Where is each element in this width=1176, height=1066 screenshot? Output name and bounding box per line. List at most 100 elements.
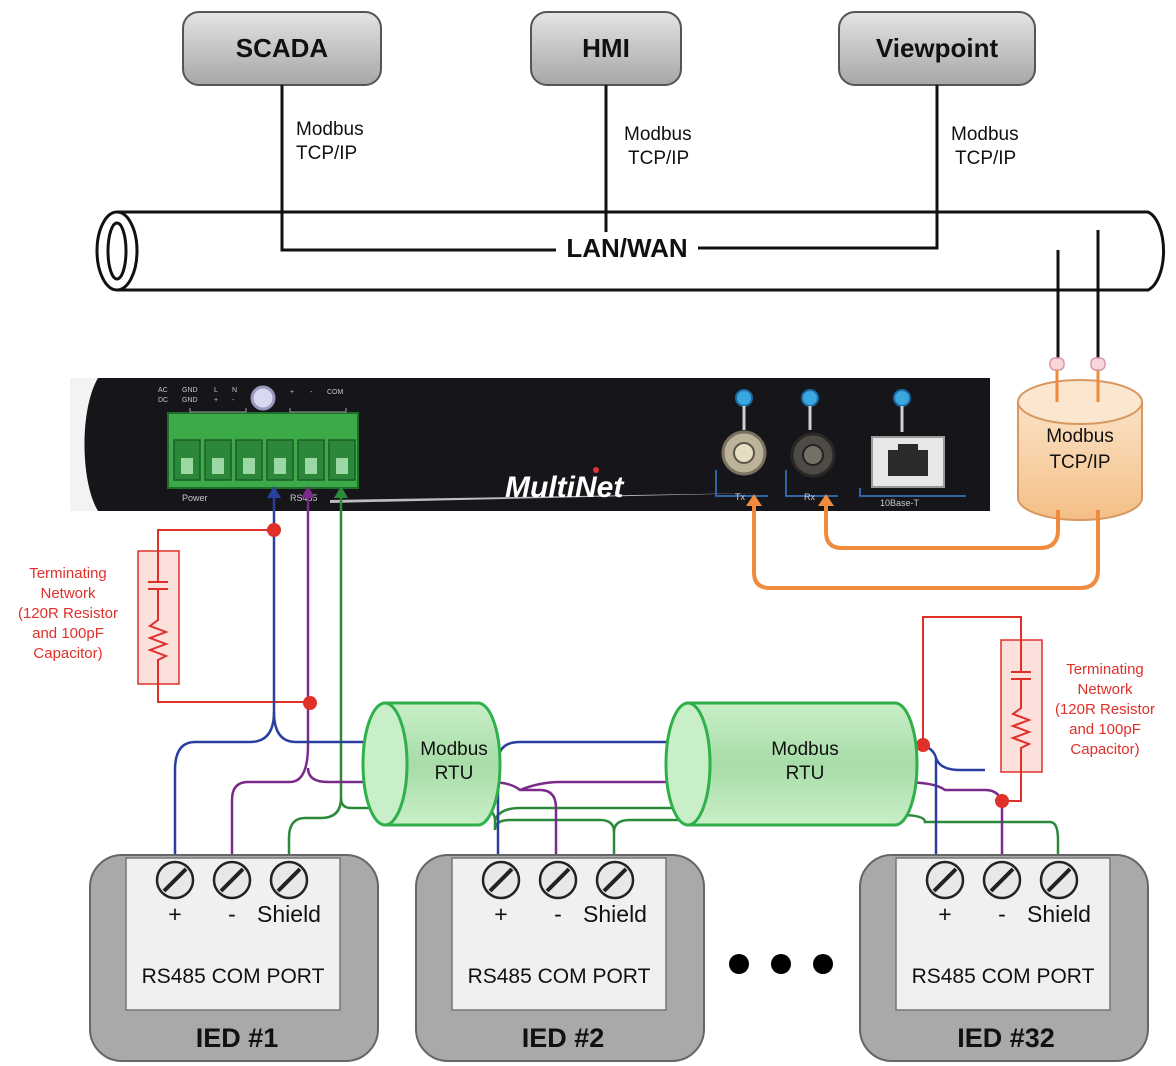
host-connections (280, 85, 939, 252)
tcp-ip-cylinder: Modbus TCP/IP (1017, 357, 1143, 521)
tcp-cylinder-line1: Modbus (1046, 426, 1114, 447)
ied-device: + - Shield RS485 COM PORT IED #2 (415, 854, 705, 1062)
shield-screw-icon (269, 860, 309, 900)
svg-text:TCP/IP: TCP/IP (628, 148, 689, 169)
plus-pin-label: + (938, 901, 951, 927)
tx-port: Tx (715, 389, 768, 502)
ied-label: IED #32 (957, 1023, 1055, 1053)
rtu-cable-1: Modbus RTU (361, 701, 502, 827)
port-label: RS485 COM PORT (912, 965, 1095, 988)
svg-text:L: L (214, 387, 218, 394)
brand-logo: MultiNet (505, 471, 625, 504)
multinet-device: AC DC GND GND L + N - + - COM Power RS48… (70, 378, 990, 511)
svg-text:N: N (232, 387, 237, 394)
ied-device: + - Shield RS485 COM PORT IED #1 (89, 854, 379, 1062)
rtu-label-line2: RTU (435, 763, 474, 784)
terminal-arrows (267, 486, 348, 498)
terminating-network-left (137, 529, 310, 703)
fiber-cables (746, 494, 1100, 590)
plus-screw-icon (925, 860, 965, 900)
plus-pin-label: + (168, 901, 181, 927)
rtu-label-line1: Modbus (420, 739, 488, 760)
svg-text:-: - (310, 389, 313, 396)
port-label: RS485 COM PORT (142, 965, 325, 988)
svg-text:Capacitor): Capacitor) (33, 645, 102, 662)
ied-label: IED #1 (196, 1023, 279, 1053)
minus-pin-label: - (228, 901, 236, 927)
svg-text:10Base-T: 10Base-T (880, 498, 920, 508)
svg-text:Rx: Rx (804, 492, 815, 502)
terminating-network-right-label: Terminating Network (120R Resistor and 1… (1055, 661, 1155, 758)
scada-link (280, 85, 556, 252)
terminal-block (167, 412, 359, 489)
svg-text:Network: Network (40, 585, 96, 602)
lan-wan-label: LAN/WAN (566, 233, 687, 263)
shield-screw-icon (1039, 860, 1079, 900)
ellipsis-dots (729, 954, 833, 974)
plus-screw-icon (481, 860, 521, 900)
host-hmi: HMI (530, 11, 682, 86)
rx-port: Rx (785, 389, 838, 502)
minus-screw-icon (212, 860, 252, 900)
svg-text:Terminating: Terminating (29, 565, 107, 582)
minus-pin-label: - (998, 901, 1006, 927)
svg-text:Modbus: Modbus (624, 124, 692, 145)
svg-text:GND: GND (182, 397, 198, 404)
host-label: HMI (582, 33, 630, 63)
port-label: RS485 COM PORT (468, 965, 651, 988)
svg-text:Modbus: Modbus (951, 124, 1019, 145)
minus-screw-icon (538, 860, 578, 900)
shield-pin-label: Shield (257, 901, 321, 927)
svg-text:-: - (232, 397, 235, 404)
minus-pin-label: - (554, 901, 562, 927)
svg-text:GND: GND (182, 387, 198, 394)
rtu-label-line1: Modbus (771, 739, 839, 760)
rtu-label-line2: RTU (786, 763, 825, 784)
rtu-cable-2: Modbus RTU (664, 701, 919, 827)
protocol-label-scada: Modbus TCP/IP (296, 119, 364, 164)
ied-label: IED #2 (522, 1023, 605, 1053)
svg-text:+: + (290, 389, 294, 396)
fiber-tx (752, 497, 1100, 590)
ground-screw-icon (250, 385, 276, 411)
power-label: Power (182, 493, 208, 503)
host-label: SCADA (236, 33, 329, 63)
svg-text:(120R Resistor: (120R Resistor (1055, 701, 1155, 718)
ethernet-port: 10Base-T (859, 389, 966, 508)
shield-screw-icon (595, 860, 635, 900)
svg-text:TCP/IP: TCP/IP (955, 148, 1016, 169)
tcp-cylinder-line2: TCP/IP (1049, 452, 1110, 473)
ied-device: + - Shield RS485 COM PORT IED #32 (859, 854, 1149, 1062)
svg-text:Tx: Tx (735, 492, 745, 502)
host-viewpoint: Viewpoint (838, 11, 1036, 86)
plus-screw-icon (155, 860, 195, 900)
plus-pin-label: + (494, 901, 507, 927)
terminating-network-right (922, 616, 1043, 802)
protocol-label-viewpoint: Modbus TCP/IP (951, 124, 1019, 169)
svg-text:Terminating: Terminating (1066, 661, 1144, 678)
lan-drop-lines (1056, 230, 1100, 358)
shield-pin-label: Shield (583, 901, 647, 927)
svg-text:and 100pF: and 100pF (1069, 721, 1141, 738)
junction-dots (267, 523, 1009, 808)
host-label: Viewpoint (876, 33, 999, 63)
host-scada: SCADA (182, 11, 382, 86)
svg-text:(120R Resistor: (120R Resistor (18, 605, 118, 622)
minus-screw-icon (982, 860, 1022, 900)
terminating-network-left-label: Terminating Network (120R Resistor and 1… (18, 565, 118, 662)
protocol-label-hmi: Modbus TCP/IP (624, 124, 692, 169)
svg-text:and 100pF: and 100pF (32, 625, 104, 642)
svg-text:AC: AC (158, 387, 168, 394)
brand-dot-icon (593, 467, 599, 473)
svg-text:Network: Network (1077, 681, 1133, 698)
fiber-rx (824, 497, 1060, 550)
lan-wan-pipe: LAN/WAN (95, 210, 1166, 292)
svg-text:Modbus: Modbus (296, 119, 364, 140)
svg-text:+: + (214, 397, 218, 404)
svg-text:Capacitor): Capacitor) (1070, 741, 1139, 758)
svg-text:DC: DC (158, 397, 168, 404)
shield-pin-label: Shield (1027, 901, 1091, 927)
svg-text:COM: COM (327, 389, 344, 396)
svg-text:TCP/IP: TCP/IP (296, 143, 357, 164)
